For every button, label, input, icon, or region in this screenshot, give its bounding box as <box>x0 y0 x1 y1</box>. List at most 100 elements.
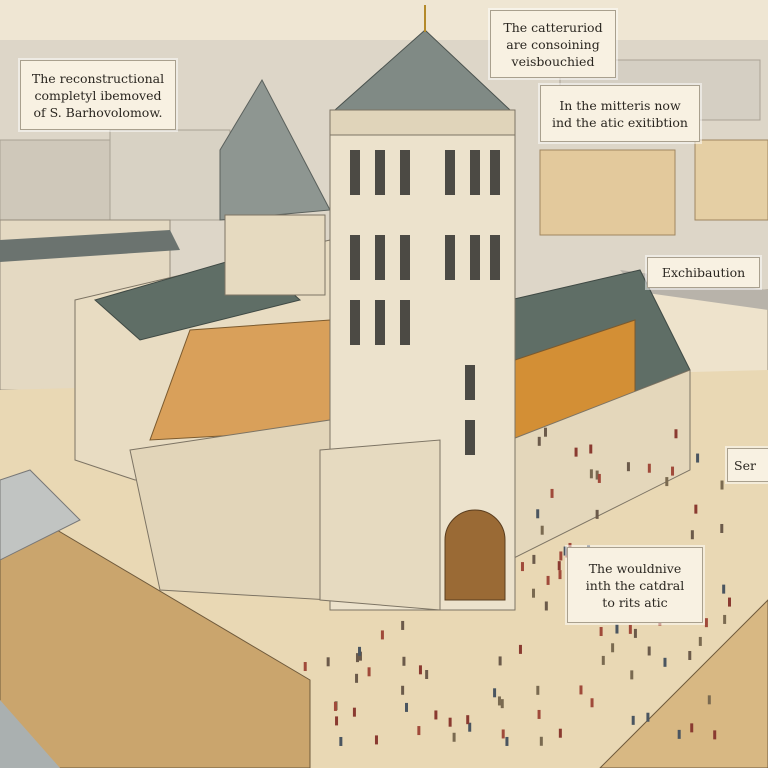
label-line: ind the atic exitibtion <box>552 114 688 130</box>
person-figure <box>671 466 675 476</box>
person-figure <box>536 509 540 519</box>
person-figure <box>558 728 562 738</box>
label-line: to rits atic <box>602 594 668 610</box>
person-figure <box>550 488 554 498</box>
label-line: completyl ibemoved <box>34 87 162 103</box>
person-figure <box>574 447 578 457</box>
person-figure <box>520 562 524 572</box>
person-figure <box>633 628 637 638</box>
person-figure <box>720 523 724 533</box>
person-figure <box>518 644 522 654</box>
person-figure <box>537 709 541 719</box>
person-figure <box>558 570 562 580</box>
person-figure <box>355 653 359 663</box>
person-figure <box>690 723 694 733</box>
person-figure <box>694 504 698 514</box>
person-figure <box>402 656 406 666</box>
person-figure <box>595 509 599 519</box>
person-figure <box>417 726 421 736</box>
person-figure <box>630 670 634 680</box>
person-figure <box>539 736 543 746</box>
person-figure <box>565 548 569 558</box>
person-figure <box>723 614 727 624</box>
person-figure <box>646 712 650 722</box>
person-figure <box>536 685 540 695</box>
person-figure <box>333 701 337 711</box>
person-figure <box>557 561 561 571</box>
person-figure <box>468 722 472 732</box>
person-figure <box>448 717 452 727</box>
person-figure <box>690 530 694 540</box>
person-figure <box>352 707 356 717</box>
person-figure <box>647 646 651 656</box>
person-figure <box>589 469 593 479</box>
person-figure <box>563 546 567 556</box>
person-figure <box>688 650 692 660</box>
person-figure <box>425 670 429 680</box>
person-figure <box>434 710 438 720</box>
label-line: The wouldnive <box>588 560 682 576</box>
label-line: inth the catdral <box>585 577 685 593</box>
person-figure <box>663 657 667 667</box>
label-exhibition: Exchibaution <box>647 257 760 288</box>
person-figure <box>537 436 541 446</box>
person-figure <box>595 470 599 480</box>
person-figure <box>599 627 603 637</box>
person-figure <box>713 730 717 740</box>
person-figure <box>452 732 456 742</box>
person-figure <box>546 575 550 585</box>
person-figure <box>674 429 678 439</box>
person-figure <box>374 735 378 745</box>
person-figure <box>326 657 330 667</box>
person-figure <box>543 427 547 437</box>
person-figure <box>601 655 605 665</box>
person-figure <box>500 699 504 709</box>
person-figure <box>339 736 343 746</box>
label-line: The reconstructional <box>31 70 165 86</box>
person-figure <box>418 665 422 675</box>
person-figure <box>335 716 339 726</box>
person-figure <box>589 444 593 454</box>
person-figure <box>401 685 405 695</box>
person-figure <box>628 624 632 634</box>
person-figure <box>367 667 371 677</box>
person-figure <box>626 462 630 472</box>
person-figure <box>405 702 409 712</box>
label-line: are consoining <box>506 36 600 52</box>
person-figure <box>401 620 405 630</box>
label-line: of S. Barhovolomow. <box>33 104 163 120</box>
person-figure <box>559 551 563 561</box>
person-figure <box>358 646 362 656</box>
cathedral <box>74 5 691 611</box>
person-figure <box>544 601 548 611</box>
label-line: In the mitteris now <box>559 97 681 113</box>
person-figure <box>579 685 583 695</box>
person-figure <box>493 688 497 698</box>
label-line: veisbouchied <box>511 53 595 69</box>
person-figure <box>380 630 384 640</box>
person-figure <box>497 696 501 706</box>
person-figure <box>722 584 726 594</box>
person-figure <box>498 656 502 666</box>
person-figure <box>677 729 681 739</box>
person-figure <box>611 643 615 653</box>
person-figure <box>647 463 651 473</box>
person-figure <box>704 618 708 628</box>
foreground-buildings <box>0 469 768 768</box>
person-figure <box>501 729 505 739</box>
person-figure <box>355 673 359 683</box>
person-figure <box>707 695 711 705</box>
person-figure <box>665 477 669 487</box>
person-figure <box>358 651 362 661</box>
label-line: Ser <box>734 457 756 473</box>
person-figure <box>532 588 536 598</box>
person-figure <box>466 715 470 725</box>
person-figure <box>696 453 700 463</box>
person-figure <box>720 480 724 490</box>
person-figure <box>540 525 544 535</box>
person-figure <box>631 715 635 725</box>
person-figure <box>303 662 307 672</box>
